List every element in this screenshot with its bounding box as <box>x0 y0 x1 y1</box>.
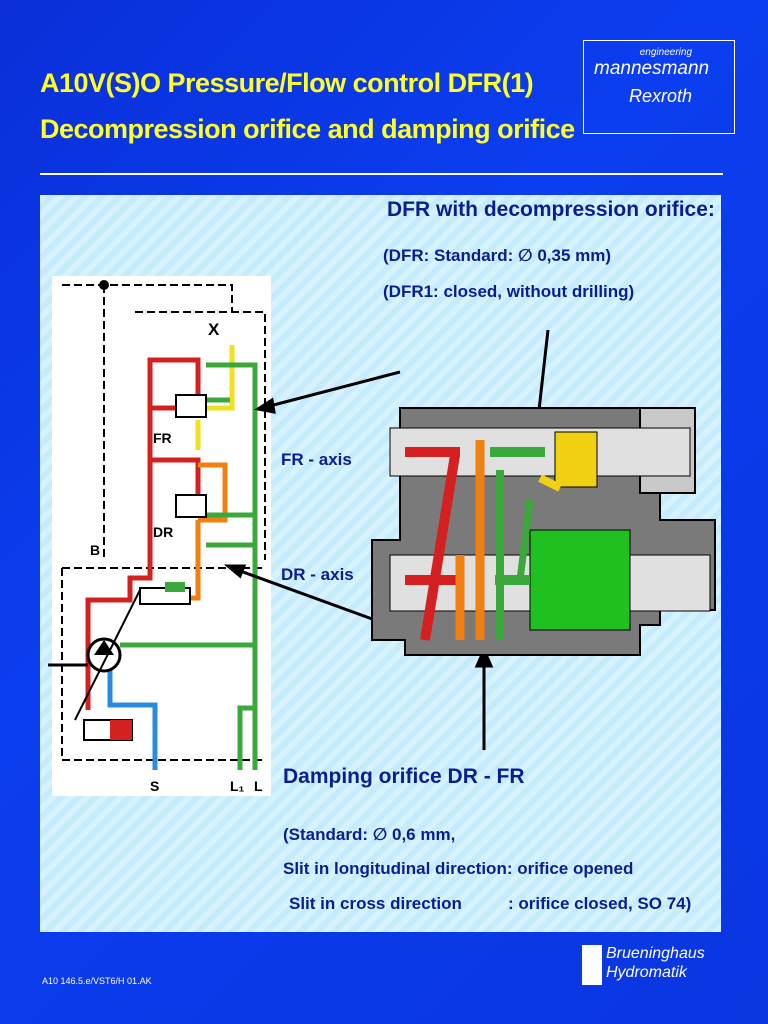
valve-cross-section <box>371 407 716 656</box>
counter-spring-fill <box>110 720 132 740</box>
port-x-label: X <box>208 320 220 339</box>
page-subtitle: Decompression orifice and damping orific… <box>40 114 575 144</box>
dfr1-closed-note: (DFR1: closed, without drilling) <box>383 282 635 301</box>
port-l-label: L <box>254 778 263 794</box>
schematic-junction-dot <box>99 280 109 290</box>
control-cylinder-fill <box>165 582 185 592</box>
dr-axis-label: DR - axis <box>281 565 354 584</box>
page-title: A10V(S)O Pressure/Flow control DFR(1) <box>40 68 534 98</box>
brueninghaus-logo-text: Brueninghaus Hydromatik <box>606 944 705 982</box>
pump-adjust-arrow <box>74 589 141 721</box>
logo-sub: Rexroth <box>628 86 692 106</box>
port-s-label: S <box>150 778 160 794</box>
dfr-heading: DFR with decompression orifice: <box>387 198 715 221</box>
logo-tagline: engineering <box>639 47 692 58</box>
fr-valve-symbol <box>175 394 207 418</box>
brand2-line1: Brueninghaus <box>606 945 705 962</box>
mannesmann-logo: engineering mannesmann Rexroth <box>583 40 735 134</box>
damping-standard-note: (Standard: ∅ 0,6 mm, <box>283 825 456 844</box>
schematic-dashed-lines <box>61 284 266 761</box>
blue-suction-line <box>107 660 158 770</box>
document-code: A10 146.5.e/VST6/H 01.AK <box>42 976 152 986</box>
green-drain-line <box>120 362 258 770</box>
port-b-label: B <box>90 542 101 558</box>
slit-cross-note: Slit in cross direction <box>289 894 462 913</box>
logo-brand: mannesmann <box>594 58 710 79</box>
dr-label: DR <box>153 524 174 540</box>
fr-label: FR <box>153 430 172 446</box>
orange-control-line <box>190 462 228 601</box>
slit-cross-result: : orifice closed, SO 74) <box>508 894 692 913</box>
brand2-line2: Hydromatik <box>606 964 687 981</box>
slit-longitudinal-note: Slit in longitudinal direction: orifice … <box>283 859 634 878</box>
dr-valve-symbol <box>175 494 207 518</box>
damping-heading: Damping orifice DR - FR <box>283 765 525 788</box>
title-divider <box>40 173 723 175</box>
port-l1-label: L₁ <box>230 778 245 794</box>
dfr-standard-note: (DFR: Standard: ∅ 0,35 mm) <box>383 246 612 265</box>
brueninghaus-logo-icon <box>582 945 602 985</box>
fr-axis-label: FR - axis <box>281 450 352 469</box>
